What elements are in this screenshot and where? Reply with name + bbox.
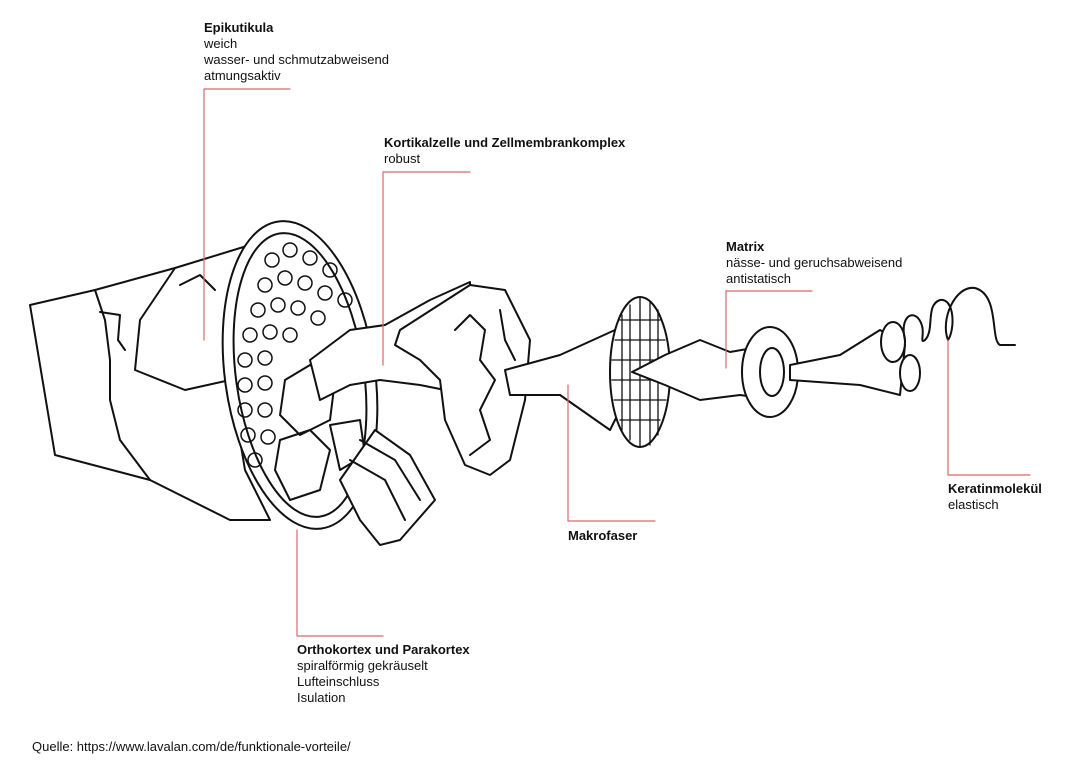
- label-line: weich: [204, 36, 238, 51]
- label-line: elastisch: [948, 497, 999, 512]
- label-line: antistatisch: [726, 271, 792, 286]
- leader-keratin: [947, 339, 1031, 476]
- label-title: Makrofaser: [568, 528, 638, 543]
- label-line: spiralförmig gekräuselt: [297, 658, 428, 673]
- label-line: robust: [384, 151, 421, 166]
- label-epikutikula: Epikutikula weich wasser- und schmutzabw…: [204, 20, 389, 84]
- source-caption: Quelle: https://www.lavalan.com/de/funkt…: [32, 739, 351, 754]
- leader-lines: [203, 88, 1031, 637]
- label-keratinmolekuel: Keratinmolekül elastisch: [948, 481, 1042, 513]
- leader-epikutikula: [203, 88, 291, 341]
- para-cortex-blocks: [339, 429, 436, 546]
- keratin-fibrils: [789, 321, 921, 396]
- leader-matrix: [725, 290, 813, 369]
- label-title: Orthokortex und Parakortex: [297, 642, 470, 657]
- leader-makrofaser: [567, 384, 656, 522]
- label-makrofaser: Makrofaser: [568, 528, 637, 544]
- label-line: atmungsaktiv: [204, 68, 281, 83]
- leader-kortikalzelle: [382, 171, 471, 366]
- label-matrix: Matrix nässe- und geruchsabweisend antis…: [726, 239, 902, 287]
- cortical-cell: [394, 284, 531, 476]
- label-title: Kortikalzelle und Zellmembrankomplex: [384, 135, 626, 150]
- keratin-coil: [902, 286, 1016, 346]
- label-line: nässe- und geruchsabweisend: [726, 255, 903, 270]
- label-line: Isulation: [297, 690, 346, 705]
- label-title: Keratinmolekül: [948, 481, 1042, 496]
- label-title: Epikutikula: [204, 20, 274, 35]
- label-line: wasser- und schmutzabweisend: [204, 52, 389, 67]
- label-kortikalzelle: Kortikalzelle und Zellmembrankomplex rob…: [384, 135, 625, 167]
- label-line: Lufteinschluss: [297, 674, 380, 689]
- leader-orthokortex: [296, 529, 384, 637]
- label-orthokortex: Orthokortex und Parakortex spiralförmig …: [297, 642, 470, 706]
- label-title: Matrix: [726, 239, 765, 254]
